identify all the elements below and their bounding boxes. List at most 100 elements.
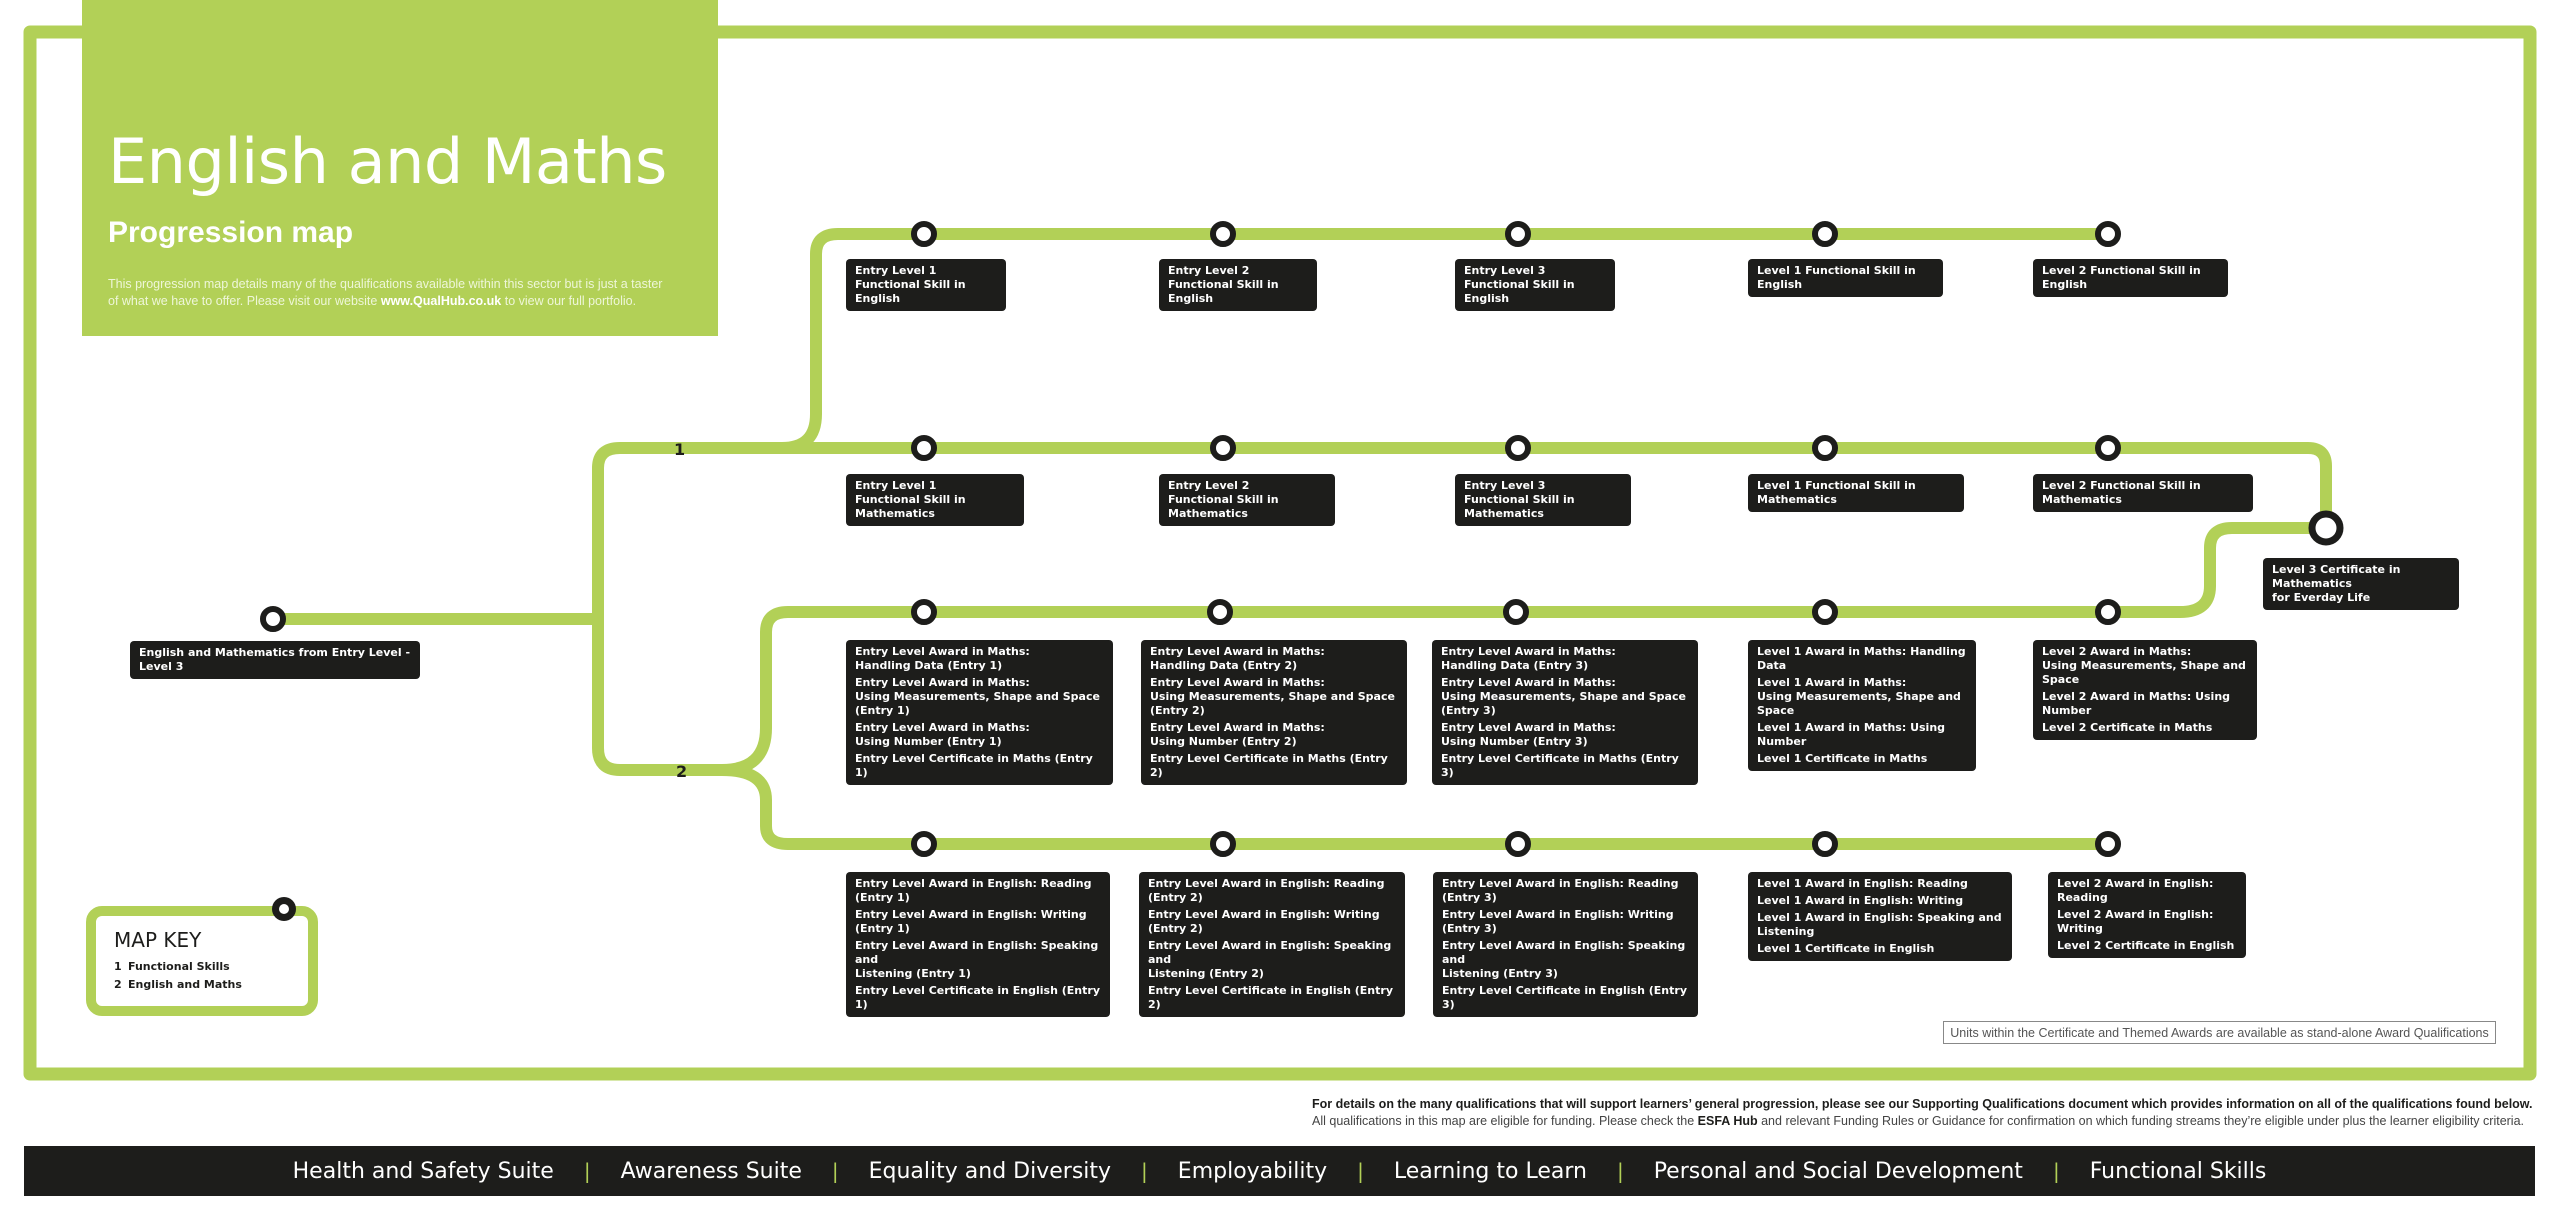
footer-item[interactable]: Employability (1177, 1158, 1328, 1184)
station-english-fs (911, 221, 937, 247)
station-label-english-awards: Entry Level Award in English: Reading (E… (1433, 872, 1698, 1017)
station-label-line: Entry Level 2 (1168, 264, 1250, 277)
station-label-line: Functional Skill in Mathematics (1168, 493, 1279, 520)
station-label-line: Level 2 Functional Skill in English (2042, 264, 2201, 291)
footer-separator: | (1357, 1159, 1364, 1183)
station-label-line: Entry Level Certificate in English (Entr… (1148, 984, 1393, 1011)
station-label-line: Handling Data (Entry 2) (1150, 659, 1298, 672)
station-label-line: Entry Level Award in English: Reading (E… (1442, 877, 1679, 904)
station-english-awards (1812, 831, 1838, 857)
footer-item[interactable]: Personal and Social Development (1653, 1158, 2023, 1184)
footer-item[interactable]: Health and Safety Suite (292, 1158, 554, 1184)
footer-item[interactable]: Functional Skills (2089, 1158, 2267, 1184)
station-maths-awards (1812, 599, 1838, 625)
page-subtitle: Progression map (108, 216, 354, 250)
station-label-line: Entry Level Award in Maths: (1441, 645, 1616, 658)
standalone-note: Units within the Certificate and Themed … (1943, 1021, 2496, 1044)
station-english-awards (911, 831, 937, 857)
station-label-line: Entry Level Award in English: Speaking a… (1442, 939, 1686, 966)
interchange-label-line: for Everday Life (2272, 591, 2371, 604)
station-label-line: Functional Skill in English (1168, 278, 1279, 305)
station-label-line: Using Number (Entry 2) (1150, 735, 1297, 748)
footer-item[interactable]: Awareness Suite (620, 1158, 802, 1184)
station-label-line: Functional Skill in English (1464, 278, 1575, 305)
trunk-split (592, 462, 728, 776)
station-maths-awards (1207, 599, 1233, 625)
map-key-title: MAP KEY (114, 928, 202, 952)
station-maths-fs (1505, 435, 1531, 461)
station-label-line: Using Measurements, Shape and Space (Ent… (1150, 690, 1395, 717)
station-label-line: Level 1 Award in Maths: (1757, 676, 1907, 689)
station-label-line: Entry Level Award in English: Speaking a… (1148, 939, 1392, 966)
station-label-line: Entry Level Award in English: Reading (E… (1148, 877, 1385, 904)
esfa-hub-link[interactable]: ESFA Hub (1697, 1114, 1758, 1128)
station-english-fs (2095, 221, 2121, 247)
station-maths-fs (1210, 435, 1236, 461)
station-label-line: Entry Level Award in Maths: (1441, 721, 1616, 734)
info-line-2: All qualifications in this map are eligi… (1312, 1114, 2525, 1128)
station-label-line: Using Measurements, Shape and Space (1757, 690, 1961, 717)
station-label-line: Entry Level Award in Maths: (855, 676, 1030, 689)
page-title: English and Maths (108, 125, 667, 198)
station-maths-awards (2095, 599, 2121, 625)
station-label-line: Using Number (Entry 3) (1441, 735, 1588, 748)
station-english-awards (2095, 831, 2121, 857)
station-maths-awards (1503, 599, 1529, 625)
station-label-line: Handling Data (Entry 1) (855, 659, 1003, 672)
station-label-line: Entry Level Award in English: Reading (E… (855, 877, 1092, 904)
station-label-maths-awards: Level 2 Award in Maths:Using Measurement… (2033, 640, 2257, 740)
footer-separator: | (583, 1159, 591, 1183)
station-label-line: Level 2 Award in English: Reading (2057, 877, 2214, 904)
station-english-fs (1812, 221, 1838, 247)
station-label-line: Level 2 Award in Maths: Using Number (2042, 690, 2231, 717)
station-label-maths-awards: Entry Level Award in Maths: Handling Data… (846, 640, 1113, 785)
station-label-line: Entry Level 3 (1464, 264, 1546, 277)
station-label-line: Using Measurements, Shape and Space (Ent… (1441, 690, 1686, 717)
interchange-station (2308, 510, 2344, 546)
station-label-line: Level 1 Award in English: Writing (1757, 894, 1964, 907)
footer-separator: | (2052, 1159, 2060, 1183)
station-label-line: Level 1 Certificate in Maths (1757, 752, 1928, 765)
info-text: For details on the many qualifications t… (1312, 1096, 2537, 1130)
station-maths-fs (911, 435, 937, 461)
station-label-line: Using Measurements, Shape and Space (2042, 659, 2246, 686)
branch-number-2: 2 (676, 762, 688, 781)
station-label-english-awards: Entry Level Award in English: Reading (E… (1139, 872, 1405, 1017)
station-label-line: Functional Skill in Mathematics (855, 493, 966, 520)
maths-fs-line (776, 442, 2332, 534)
intro-suffix: to view our full portfolio. (504, 294, 637, 309)
station-label-line: Entry Level Award in Maths: (1441, 676, 1616, 689)
maths-awards-line (716, 522, 2332, 776)
website-link[interactable]: www.QualHub.co.uk (380, 294, 502, 309)
footer-separator: | (1141, 1159, 1148, 1183)
footer-item[interactable]: Learning to Learn (1393, 1158, 1587, 1184)
station-label-line: Entry Level Certificate in English (Entr… (855, 984, 1100, 1011)
station-label-line: Level 2 Certificate in Maths (2042, 721, 2213, 734)
station-label-line: Entry Level Award in Maths: (1150, 721, 1325, 734)
station-label-line: Entry Level Award in English: Speaking a… (855, 939, 1099, 966)
start-label: English and Mathematics from Entry Level… (130, 641, 420, 679)
station-english-awards (1505, 831, 1531, 857)
station-label-line: Entry Level 3 (1464, 479, 1546, 492)
header-panel: English and Maths Progression map This p… (82, 0, 718, 336)
footer-item[interactable]: Equality and Diversity (868, 1158, 1112, 1184)
intro-prefix: This progression map details many of the… (108, 277, 663, 309)
info-line-1: For details on the many qualifications t… (1312, 1097, 2533, 1111)
station-label-line: Entry Level 1 (855, 479, 937, 492)
station-label-line: Level 1 Certificate in English (1757, 942, 1935, 955)
branch-1-line (592, 228, 2114, 474)
station-label-line: Entry Level 1 (855, 264, 937, 277)
branch-number-1: 1 (674, 440, 686, 459)
station-label-line: Entry Level Award in English: Writing (E… (1148, 908, 1380, 935)
station-label-line: Level 1 Award in Maths: Using Number (1757, 721, 1946, 748)
